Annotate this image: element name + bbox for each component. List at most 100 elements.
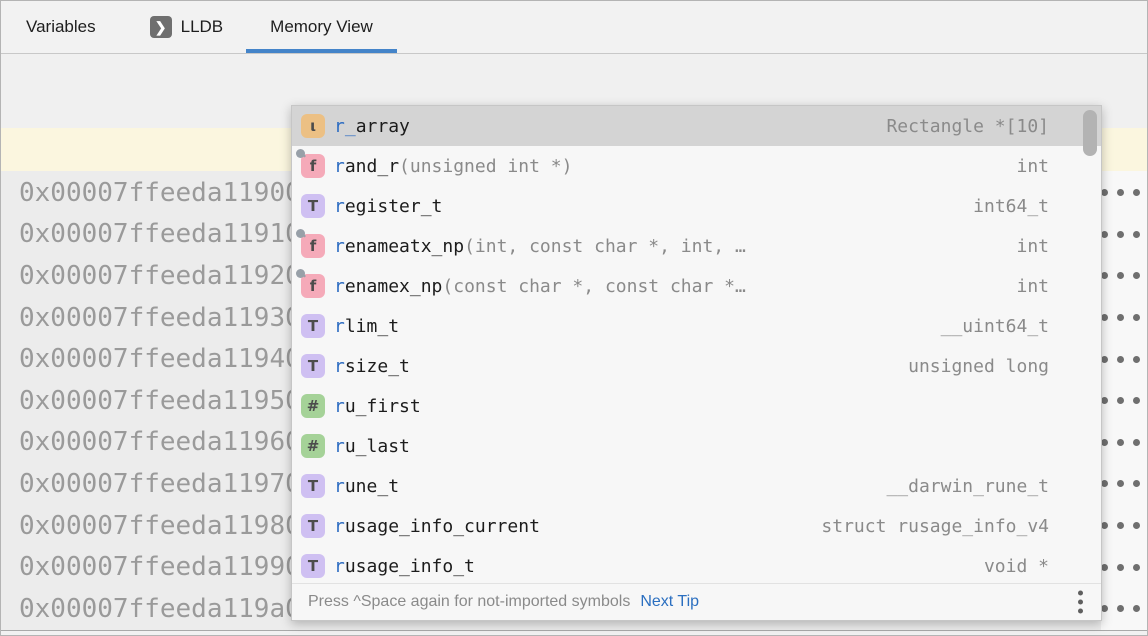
memory-row: 0x00007ffeeda11990 <box>1 546 1147 588</box>
completion-item-name: rusage_info_current <box>334 515 540 537</box>
memory-ascii-dots <box>1101 480 1147 488</box>
completion-item-name: ru_last <box>334 435 410 457</box>
memory-ascii-dots <box>1101 605 1147 613</box>
completion-hint-bar: Press ^Space again for not-imported symb… <box>292 583 1101 620</box>
memory-ascii-dots <box>1101 189 1147 197</box>
code-completion-popup: ι r_array Rectangle *[10] f rand_r(unsigned … <box>291 105 1102 621</box>
memory-ascii-dots <box>1101 272 1147 280</box>
completion-item-type: int <box>1016 275 1049 297</box>
memory-address: 0x00007ffeeda11930 <box>19 302 301 333</box>
memory-address: 0x00007ffeeda11960 <box>19 427 301 458</box>
completion-item-type: __uint64_t <box>940 315 1049 337</box>
memory-ascii-dots <box>1101 563 1147 571</box>
memory-address: 0x00007ffeeda11940 <box>19 344 301 375</box>
completion-item-name: rune_t <box>334 475 400 497</box>
pin-overlay-icon <box>296 269 305 278</box>
memory-address: 0x00007ffeeda11950 <box>19 385 301 416</box>
completion-item-name: renameatx_np(int, const char *, int, … <box>334 235 746 257</box>
completion-item-type: int <box>1016 155 1049 177</box>
tab-variables-label: Variables <box>26 17 96 36</box>
function-kind-icon: f <box>296 149 325 178</box>
completion-item-type: unsigned long <box>908 355 1049 377</box>
memory-ascii-dots <box>1101 438 1147 446</box>
variable-kind-icon: ι <box>301 114 325 138</box>
completion-item-type: void * <box>983 555 1049 577</box>
memory-ascii-dots <box>1101 230 1147 238</box>
tab-lldb[interactable]: ❯ LLDB <box>149 1 224 53</box>
completion-item[interactable]: f rand_r(unsigned int *) int <box>292 146 1101 186</box>
window-bottom-strip <box>1 631 1147 635</box>
popup-scrollbar-thumb[interactable] <box>1083 110 1097 156</box>
memory-row: 0x00007ffeeda11980 <box>1 505 1147 547</box>
memory-row: 0x00007ffeeda11940 <box>1 338 1147 380</box>
memory-ascii-dots <box>1101 397 1147 405</box>
completion-item-type: Rectangle *[10] <box>886 115 1049 137</box>
memory-row: 0x00007ffeeda11960 <box>1 422 1147 464</box>
tab-variables[interactable]: Variables <box>26 1 96 53</box>
completion-item-name: register_t <box>334 195 443 217</box>
pin-overlay-icon <box>296 229 305 238</box>
memory-address: 0x00007ffeeda11900 <box>19 177 301 208</box>
memory-row: 0x00007ffeeda11910 <box>1 214 1147 256</box>
memory-address: 0x00007ffeeda11920 <box>19 260 301 291</box>
memory-row: 0x00007ffeeda11920 <box>1 255 1147 297</box>
function-kind-icon: f <box>296 229 325 258</box>
typedef-kind-icon: T <box>301 554 325 578</box>
completion-item-type: __darwin_rune_t <box>886 475 1049 497</box>
function-kind-icon: f <box>296 269 325 298</box>
completion-item-type: int <box>1016 235 1049 257</box>
tab-memory-view[interactable]: Memory View <box>246 1 397 53</box>
kebab-menu-icon[interactable] <box>1078 590 1083 614</box>
window-bottom-border <box>1 630 1147 631</box>
completion-item[interactable]: # ru_last <box>292 426 1101 466</box>
typedef-kind-icon: T <box>301 314 325 338</box>
completion-item[interactable]: #ru_first <box>292 386 1101 426</box>
memory-row: 0x00007ffeeda11970 <box>1 463 1147 505</box>
completion-item[interactable]: ι r_array Rectangle *[10] <box>292 106 1101 146</box>
memory-address: 0x00007ffeeda11980 <box>19 510 301 541</box>
completion-item-name: renamex_np(const char *, const char *… <box>334 275 746 297</box>
memory-ascii-dots <box>1101 522 1147 530</box>
pin-overlay-icon <box>296 149 305 158</box>
memory-address: 0x00007ffeeda119a0 <box>19 593 301 624</box>
memory-address: 0x00007ffeeda11970 <box>19 468 301 499</box>
memory-row: 0x00007ffeeda11950 <box>1 380 1147 422</box>
completion-item[interactable]: f renameatx_np(int, const char *, int, … i… <box>292 226 1101 266</box>
completion-item[interactable]: f renamex_np(const char *, const char *… i… <box>292 266 1101 306</box>
tab-lldb-label: LLDB <box>180 17 224 36</box>
completion-item-name: rand_r(unsigned int *) <box>334 155 573 177</box>
completion-item-name: r_array <box>334 115 410 137</box>
completion-hint-text: Press ^Space again for not-imported symb… <box>308 593 631 610</box>
typedef-kind-icon: T <box>301 474 325 498</box>
memory-address: 0x00007ffeeda11910 <box>19 219 301 250</box>
memory-row: 0x00007ffeeda11900 <box>1 172 1147 214</box>
typedef-kind-icon: T <box>301 354 325 378</box>
memory-address: 0x00007ffeeda11990 <box>19 552 301 583</box>
next-tip-link[interactable]: Next Tip <box>640 593 700 610</box>
tab-memory-view-label: Memory View <box>270 17 373 36</box>
memory-row: 0x00007ffeeda11930 <box>1 297 1147 339</box>
completion-item-type: int64_t <box>973 195 1049 217</box>
memory-row: 0x00007ffeeda119a0 <box>1 588 1147 630</box>
selected-tab-underline <box>246 49 397 53</box>
typedef-kind-icon: T <box>301 194 325 218</box>
completion-item-name: rlim_t <box>334 315 400 337</box>
completion-item-name: ru_first <box>334 395 421 417</box>
typedef-kind-icon: T <box>301 514 325 538</box>
debugger-console-icon: ❯ <box>149 16 172 38</box>
debug-tab-bar: Variables ❯ LLDB Memory View <box>1 1 1147 54</box>
completion-item-name: rsize_t <box>334 355 410 377</box>
completion-item-name: rusage_info_t <box>334 555 475 577</box>
macro-kind-icon: # <box>301 434 325 458</box>
memory-ascii-dots <box>1101 314 1147 322</box>
memory-address-rows: 0x00007ffeeda11900 0x00007ffeeda11910 0x00… <box>1 172 1147 630</box>
completion-list: ι r_array Rectangle *[10] f rand_r(unsigned … <box>292 106 1101 586</box>
completion-item-type: struct rusage_info_v4 <box>821 515 1049 537</box>
